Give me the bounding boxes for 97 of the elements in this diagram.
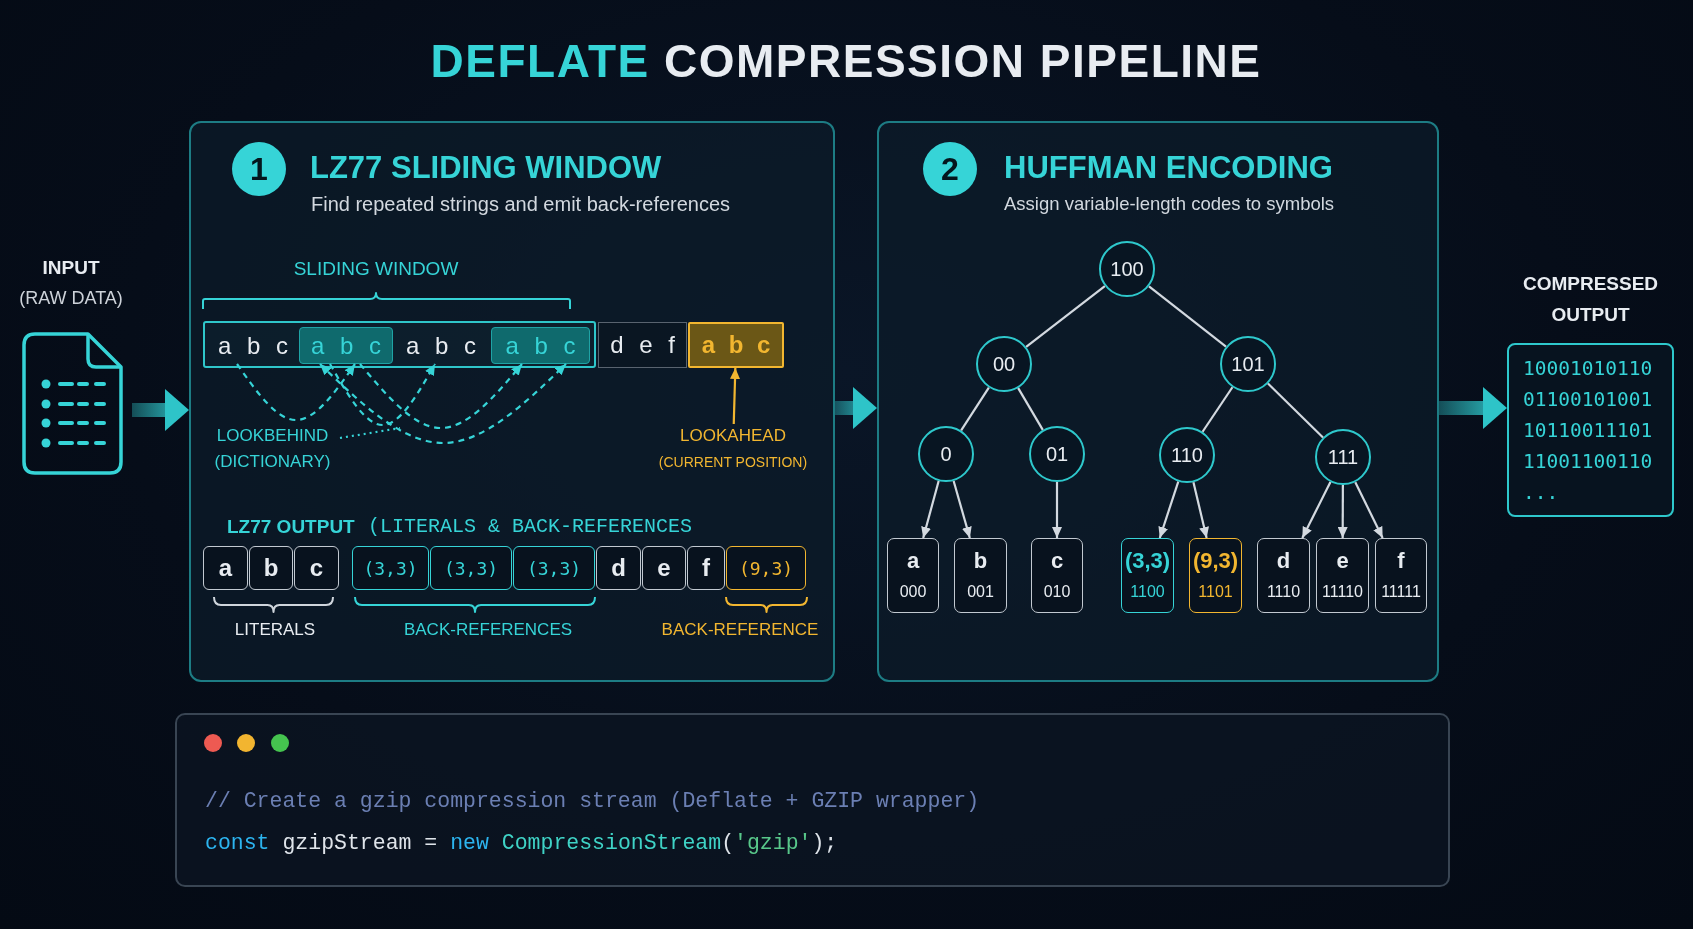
brace-label: BACK-REFERENCE xyxy=(661,620,819,640)
token-cell: d xyxy=(596,546,641,590)
flow-arrow xyxy=(1439,387,1507,429)
tree-node-circle: 101 xyxy=(1220,336,1276,392)
step-badge: 1 xyxy=(232,142,286,196)
character-sequence: a b c xyxy=(218,331,288,361)
connector-line xyxy=(1025,285,1106,348)
token-cell: (9,3) xyxy=(726,546,806,590)
tree-node-circle: 01 xyxy=(1029,426,1085,482)
leaf-code-box xyxy=(1031,538,1083,613)
section-sublabel: (LITERALS & BACK-REFERENCES xyxy=(368,516,693,538)
connector-line xyxy=(1148,285,1227,348)
arrow xyxy=(1192,482,1209,539)
leaf-symbol: (9,3) xyxy=(1192,547,1239,575)
leaf-symbol: f xyxy=(1397,547,1405,575)
tree-node-circle: 110 xyxy=(1159,427,1215,483)
brace-label: LITERALS xyxy=(234,620,316,640)
input-heading: INPUT xyxy=(42,256,100,280)
step-badge: 2 xyxy=(923,142,977,196)
leaf-code: 11111 xyxy=(1381,582,1421,602)
token-cell: e xyxy=(642,546,686,590)
connector-line xyxy=(960,386,990,432)
arrow xyxy=(1337,485,1348,538)
character-sequence: a b c xyxy=(406,331,476,361)
connector-line xyxy=(1017,387,1044,431)
match-highlight-box: a b c xyxy=(299,327,393,364)
dashed-curved-arrow xyxy=(329,363,436,427)
lookahead-box: a b c xyxy=(688,322,784,368)
token-cell: (3,3) xyxy=(513,546,595,590)
panel-subtitle: Find repeated strings and emit back-references xyxy=(311,192,731,216)
leader-line xyxy=(339,426,401,440)
panel-subtitle: Assign variable-length codes to symbols xyxy=(1004,191,1335,216)
token-cell: c xyxy=(294,546,339,590)
tree-node-circle: 0 xyxy=(918,426,974,482)
token-cell: (3,3) xyxy=(430,546,512,590)
diagram-title: DEFLATE COMPRESSION PIPELINE xyxy=(430,34,1262,88)
flow-arrow xyxy=(132,389,189,431)
tree-node-circle: 100 xyxy=(1099,241,1155,297)
leaf-code: 1110 xyxy=(1266,582,1301,602)
annotation-sublabel: (CURRENT POSITION) xyxy=(658,453,808,472)
code-comment: // Create a gzip compression stream (Deflate + GZIP wrapper) xyxy=(205,788,980,815)
sliding-window-strip xyxy=(203,321,596,368)
tree-node-circle: 00 xyxy=(976,336,1032,392)
character-box: d e f xyxy=(598,322,687,368)
annotation-sublabel: (DICTIONARY) xyxy=(214,451,331,473)
leaf-symbol: e xyxy=(1336,547,1349,575)
leaf-code: 1101 xyxy=(1198,582,1233,602)
stage-panel xyxy=(877,121,1439,682)
panel-heading: LZ77 SLIDING WINDOW xyxy=(310,150,662,186)
arrow xyxy=(1052,482,1062,538)
arrow xyxy=(730,367,741,425)
token-cell: (3,3) xyxy=(352,546,429,590)
leaf-symbol: d xyxy=(1276,547,1291,575)
binary-output-panel: 10001010110 01100101001 10110011101 11001100110 ... xyxy=(1507,343,1674,517)
leaf-code-box xyxy=(1189,538,1242,613)
annotation-label: LOOKBEHIND xyxy=(216,425,329,447)
token-cell: b xyxy=(249,546,293,590)
connector-line xyxy=(1201,386,1234,433)
leaf-symbol: (3,3) xyxy=(1124,547,1171,575)
dashed-curved-arrow xyxy=(319,363,567,445)
flow-arrow xyxy=(835,387,877,429)
section-label: LZ77 OUTPUT xyxy=(227,516,355,538)
leaf-code-box xyxy=(1257,538,1310,613)
leaf-symbol: c xyxy=(1050,547,1064,575)
output-heading: COMPRESSED OUTPUT xyxy=(1521,272,1660,327)
leaf-code-box xyxy=(1375,538,1427,613)
leaf-code-box xyxy=(1316,538,1369,613)
leaf-symbol: b xyxy=(973,547,988,575)
match-highlight-box: a b c xyxy=(491,327,590,364)
annotation-label: LOOKAHEAD xyxy=(680,425,786,447)
leaf-code: 010 xyxy=(1043,582,1071,602)
dashed-curved-arrow xyxy=(359,363,523,430)
code-line: const gzipStream = new CompressionStream('gzip'); xyxy=(205,830,838,857)
panel-heading: HUFFMAN ENCODING xyxy=(1004,150,1333,186)
leaf-symbol: a xyxy=(906,547,920,575)
input-subheading: (RAW DATA) xyxy=(19,287,123,310)
leaf-code-box xyxy=(1121,538,1174,613)
arrow xyxy=(1158,481,1180,539)
dashed-curved-arrow xyxy=(236,363,356,422)
arrow xyxy=(1354,481,1384,539)
leaf-code: 000 xyxy=(899,582,927,602)
token-cell: f xyxy=(687,546,725,590)
code-panel xyxy=(175,713,1450,887)
leaf-code: 001 xyxy=(967,582,994,602)
leaf-code-box xyxy=(954,538,1007,613)
brace-label: BACK-REFERENCES xyxy=(403,620,573,640)
stage-panel xyxy=(189,121,835,682)
arrow xyxy=(952,480,972,539)
leaf-code: 11110 xyxy=(1322,582,1363,602)
arrow xyxy=(921,480,940,539)
tree-node-circle: 111 xyxy=(1315,429,1371,485)
leaf-code: 1100 xyxy=(1130,582,1165,602)
leaf-code-box xyxy=(887,538,939,613)
arrow xyxy=(1301,481,1332,539)
token-cell: a xyxy=(203,546,248,590)
bracket-label: SLIDING WINDOW xyxy=(293,258,459,280)
connector-line xyxy=(1267,382,1324,439)
